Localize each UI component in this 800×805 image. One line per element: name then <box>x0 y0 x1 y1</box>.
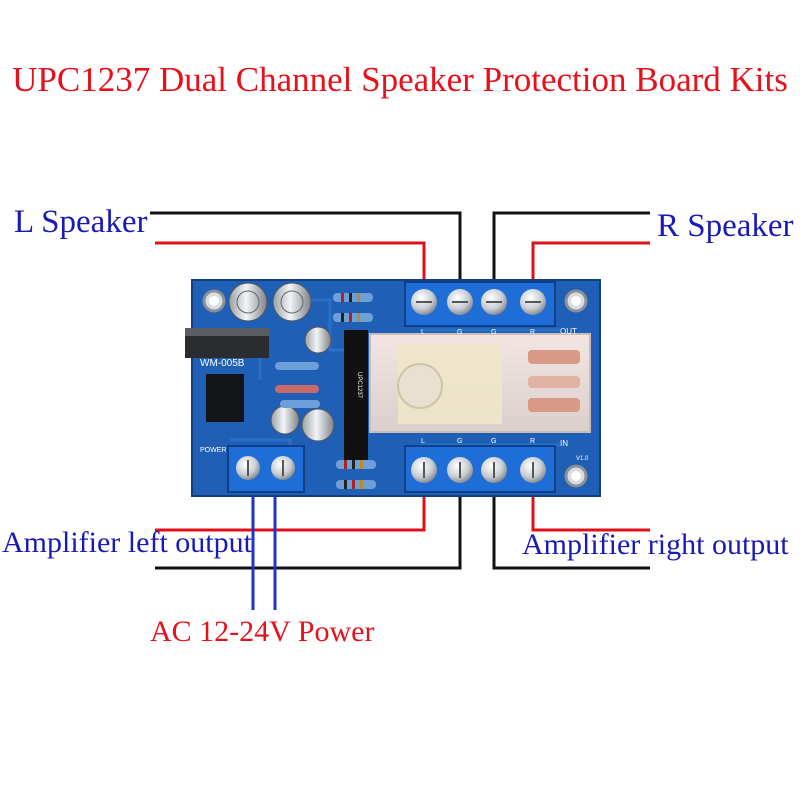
board-in-label: IN <box>560 439 568 448</box>
upc1237-ic <box>344 330 368 460</box>
in-terminal-mark: L <box>421 438 425 445</box>
power-terminal-block <box>227 445 305 493</box>
board-version-label: V1.0 <box>576 456 589 462</box>
in-terminal-mark: R <box>530 438 535 445</box>
power-label: AC 12-24V Power <box>150 615 375 648</box>
board-power-label: POWER <box>200 447 226 454</box>
power-wires <box>251 480 277 610</box>
regulator-chip <box>185 328 269 422</box>
right-speaker-wires <box>492 211 650 290</box>
capacitor <box>228 282 335 442</box>
board-out-label: OUT <box>560 327 577 336</box>
in-terminal-mark: G <box>457 438 462 445</box>
in-terminal-mark: G <box>491 438 496 445</box>
left-speaker-wires <box>150 211 462 290</box>
board-chip-label: UPC1237 <box>356 372 362 399</box>
right-speaker-label: R Speaker <box>657 208 794 244</box>
out-terminal-mark: L <box>421 329 425 336</box>
relay <box>369 333 591 433</box>
out-terminal-mark: G <box>491 329 496 336</box>
out-terminal-mark: G <box>457 329 462 336</box>
amp-right-output-label: Amplifier right output <box>522 528 789 561</box>
board-model-label: WM-005B <box>200 358 245 369</box>
resistor <box>275 293 376 489</box>
mounting-holes <box>202 289 588 488</box>
input-terminal-block <box>404 445 556 493</box>
output-terminal-block <box>404 281 556 327</box>
out-terminal-mark: R <box>530 329 535 336</box>
pcb-board: WM-005B POWER OUT IN V1.0 UPC1237 L G G … <box>185 279 601 497</box>
amp-left-output-label: Amplifier left output <box>2 526 252 559</box>
page-title: UPC1237 Dual Channel Speaker Protection … <box>12 60 788 99</box>
left-speaker-label: L Speaker <box>14 204 148 240</box>
